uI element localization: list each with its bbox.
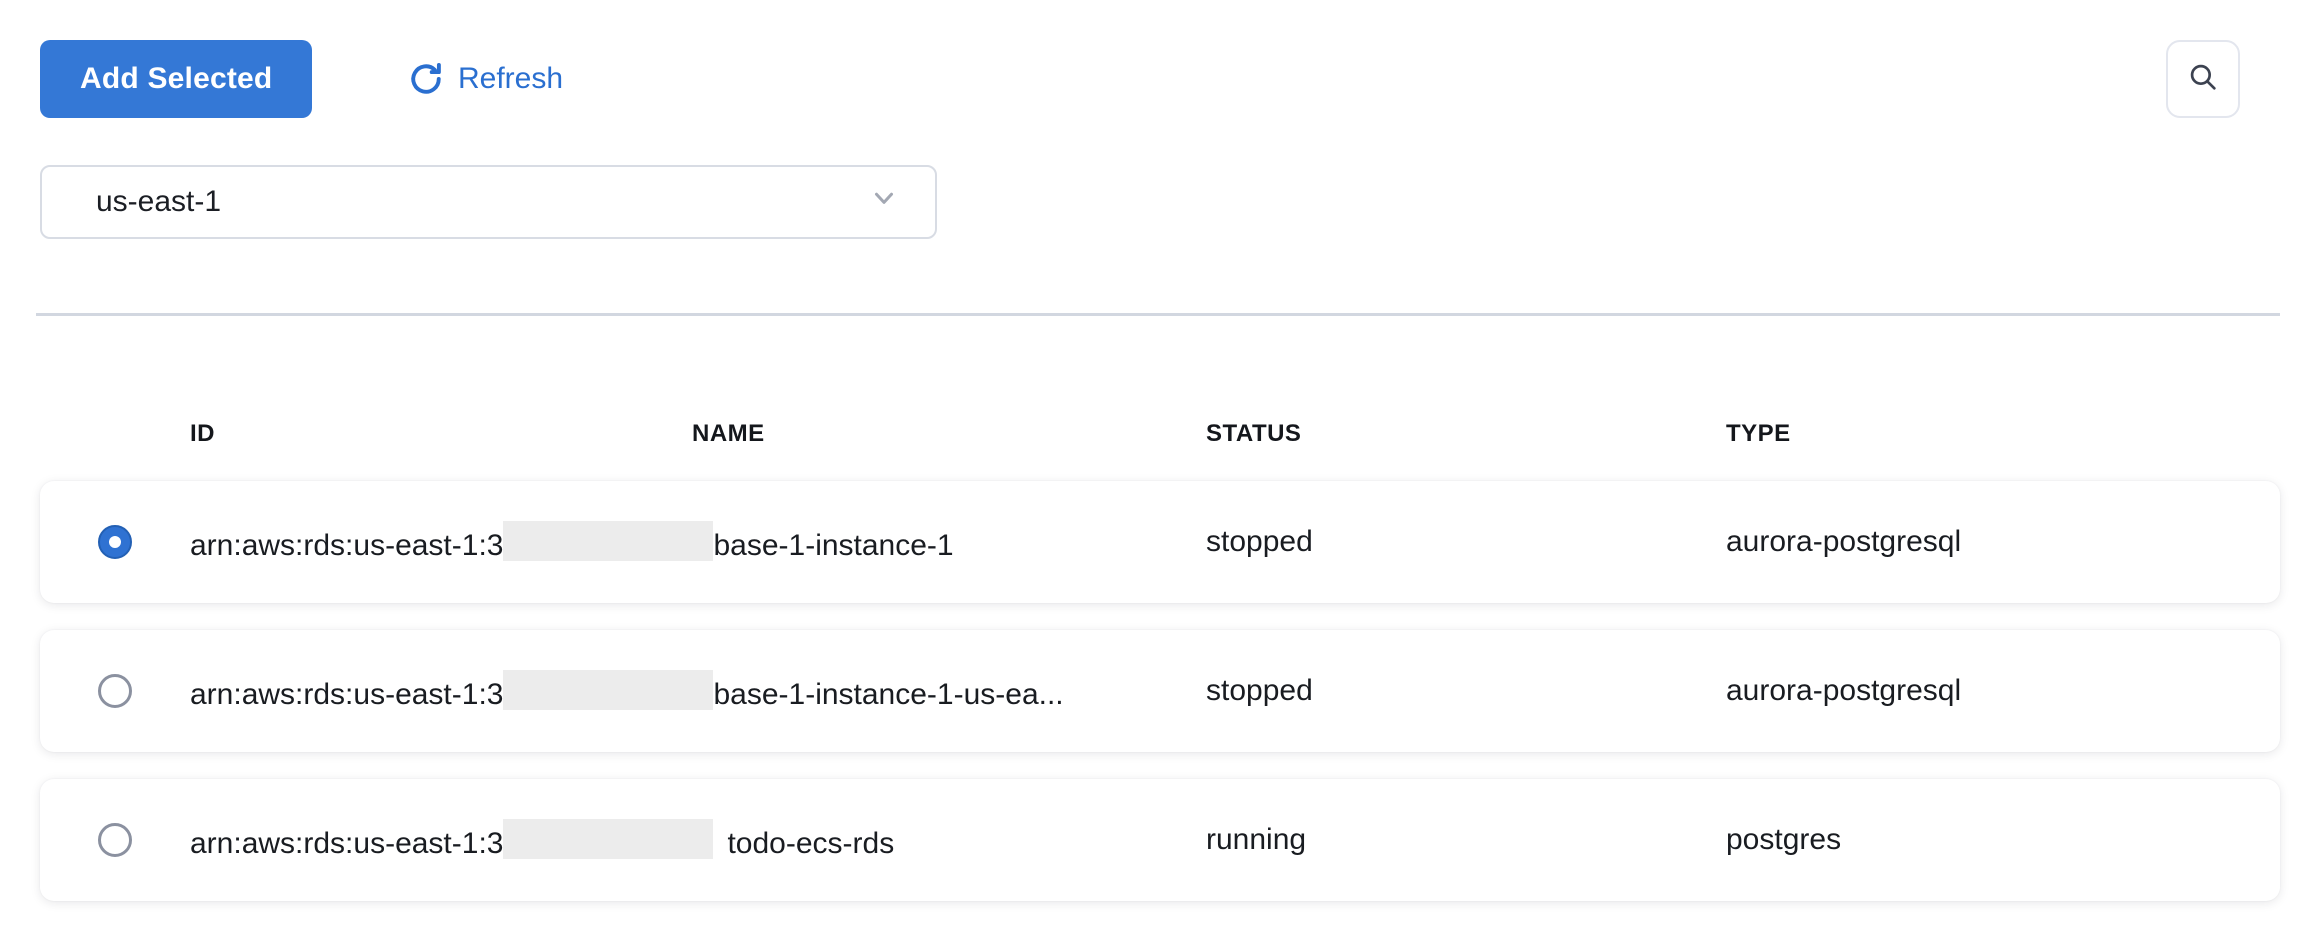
toolbar: Add Selected Refresh	[40, 40, 2258, 118]
table-header: ID NAME STATUS TYPE	[40, 420, 2258, 448]
instance-name-suffix: todo-ecs-rds	[727, 827, 894, 860]
refresh-icon	[408, 61, 444, 97]
column-header-name: NAME	[692, 420, 1206, 448]
chevron-down-icon	[869, 183, 899, 221]
column-header-type: TYPE	[1726, 420, 2258, 448]
instance-id-prefix: arn:aws:rds:us-east-1:3	[190, 529, 503, 562]
redacted-account-id	[503, 521, 713, 561]
status-value: running	[1206, 823, 1726, 857]
radio-cell	[40, 823, 190, 857]
refresh-button[interactable]: Refresh	[408, 40, 563, 118]
table-row[interactable]: arn:aws:rds:us-east-1:3 base-1-instance-1…	[40, 630, 2280, 752]
instance-name-suffix: base-1-instance-1	[713, 529, 953, 562]
search-button[interactable]	[2166, 40, 2240, 118]
instance-id-cell: arn:aws:rds:us-east-1:3 todo-ecs-rds	[190, 819, 1206, 861]
column-header-status: STATUS	[1206, 420, 1726, 448]
redacted-account-id	[503, 670, 713, 710]
instance-id-prefix: arn:aws:rds:us-east-1:3	[190, 827, 503, 860]
table-body: arn:aws:rds:us-east-1:3 base-1-instance-1…	[40, 481, 2258, 901]
region-select-value: us-east-1	[96, 185, 221, 219]
section-divider	[36, 313, 2280, 316]
engine-type-value: aurora-postgresql	[1726, 674, 2280, 708]
instance-name-suffix: base-1-instance-1-us-ea...	[713, 678, 1063, 711]
status-value: stopped	[1206, 525, 1726, 559]
radio-unselected[interactable]	[98, 823, 132, 857]
engine-type-value: aurora-postgresql	[1726, 525, 2280, 559]
add-selected-button[interactable]: Add Selected	[40, 40, 312, 118]
radio-selected[interactable]	[98, 525, 132, 559]
status-value: stopped	[1206, 674, 1726, 708]
instance-id-cell: arn:aws:rds:us-east-1:3 base-1-instance-1…	[190, 670, 1206, 712]
radio-cell	[40, 674, 190, 708]
engine-type-value: postgres	[1726, 823, 2280, 857]
table-row[interactable]: arn:aws:rds:us-east-1:3 todo-ecs-rds runn…	[40, 779, 2280, 901]
region-select[interactable]: us-east-1	[40, 165, 937, 239]
radio-cell	[40, 525, 190, 559]
radio-unselected[interactable]	[98, 674, 132, 708]
redacted-account-id	[503, 819, 713, 859]
instance-id-cell: arn:aws:rds:us-east-1:3 base-1-instance-1	[190, 521, 1206, 563]
refresh-label: Refresh	[458, 62, 563, 96]
column-header-id: ID	[190, 420, 692, 448]
instance-id-prefix: arn:aws:rds:us-east-1:3	[190, 678, 503, 711]
search-icon	[2186, 60, 2220, 99]
table-row[interactable]: arn:aws:rds:us-east-1:3 base-1-instance-1…	[40, 481, 2280, 603]
